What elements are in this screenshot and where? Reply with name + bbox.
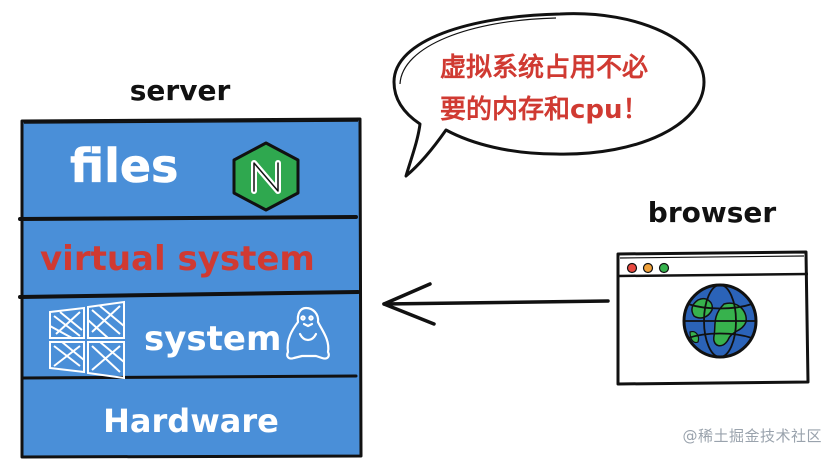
browser-title: browser bbox=[648, 196, 777, 229]
layer-virtual-bg bbox=[22, 220, 360, 296]
speech-line-2: 要的内存和cpu！ bbox=[440, 94, 649, 125]
server-title: server bbox=[130, 74, 231, 107]
window-dot-green bbox=[658, 262, 670, 274]
window-dot-orange bbox=[642, 262, 654, 274]
layer-files-bg bbox=[22, 120, 360, 220]
layer-hardware-bg bbox=[22, 378, 360, 456]
browser-window bbox=[616, 250, 810, 386]
divider-3 bbox=[20, 374, 358, 380]
tux-penguin-icon bbox=[286, 306, 330, 360]
speech-line-1: 虚拟系统占用不必 bbox=[440, 52, 648, 83]
layer-files-label: files bbox=[70, 139, 178, 193]
divider-2 bbox=[18, 290, 360, 299]
layer-virtual-label: virtual system bbox=[40, 239, 315, 279]
window-dot-red bbox=[626, 262, 638, 274]
globe-icon bbox=[682, 283, 758, 359]
stack-outline-accent bbox=[23, 120, 359, 124]
stack-outline bbox=[20, 117, 363, 459]
arrow-left-icon bbox=[382, 282, 610, 326]
divider-1 bbox=[18, 215, 358, 221]
nginx-hexagon-icon bbox=[232, 141, 300, 212]
server-stack: files virtual system system Har bbox=[18, 117, 363, 459]
speech-bubble: 虚拟系统占用不必 要的内存和cpu！ bbox=[392, 12, 706, 178]
layer-hardware-label: Hardware bbox=[103, 402, 279, 440]
watermark: @稀土掘金技术社区 bbox=[682, 427, 822, 445]
windows-logo-icon bbox=[49, 300, 125, 380]
layer-system-label: system bbox=[144, 319, 281, 359]
